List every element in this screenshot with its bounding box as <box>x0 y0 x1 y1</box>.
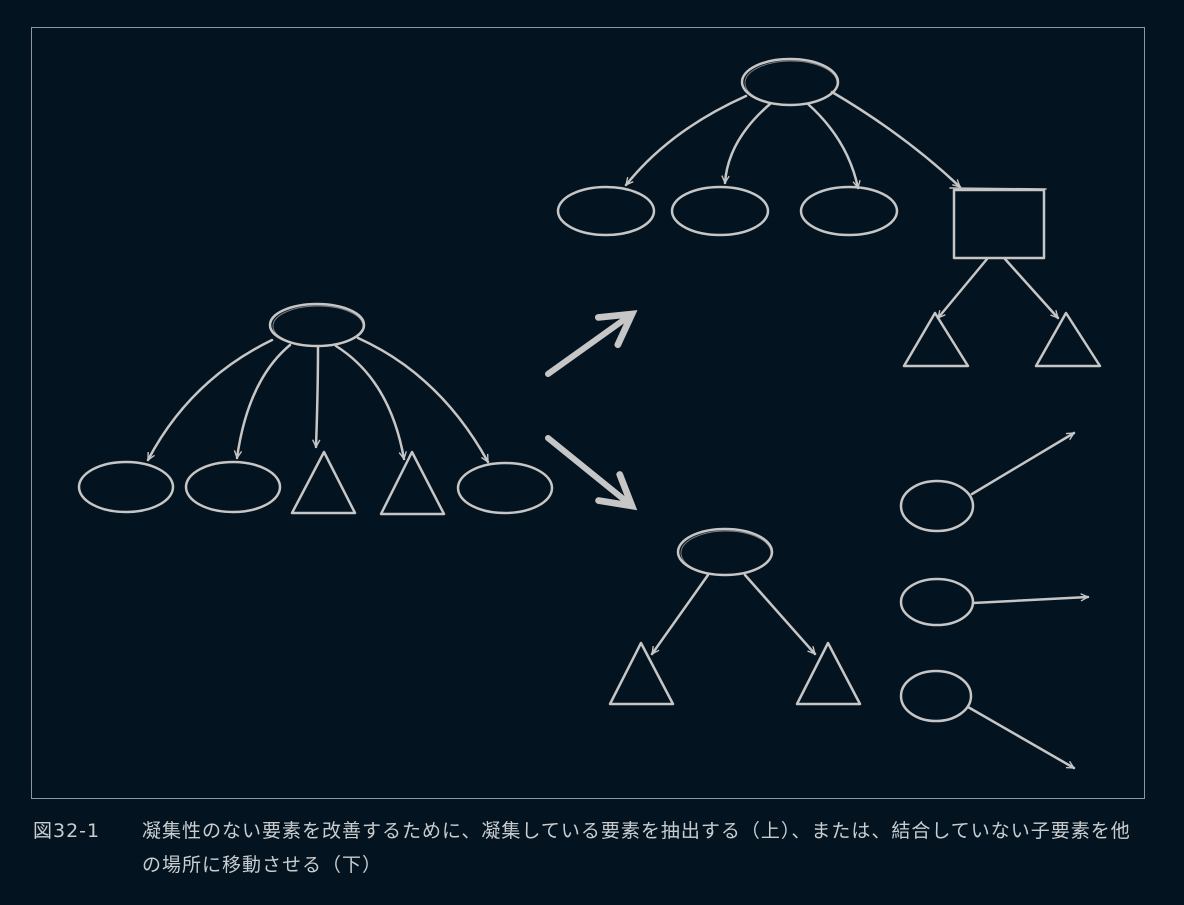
bottom-edge-1 <box>650 573 710 656</box>
top-edge-4 <box>830 90 962 189</box>
moved-ellipse-3 <box>899 669 973 723</box>
result-bottom-tree <box>608 527 862 706</box>
bottom-child-triangle-2 <box>795 641 862 706</box>
top-edge-2 <box>725 102 772 185</box>
source-edge-5 <box>356 336 490 462</box>
rect-child-triangle-1 <box>902 311 970 368</box>
moved-edge-3 <box>966 705 1074 770</box>
bottom-child-triangle-1 <box>608 641 675 706</box>
source-child-triangle-1 <box>290 450 357 515</box>
moved-elements <box>899 431 1090 770</box>
rect-edge-1 <box>936 257 989 320</box>
top-child-ellipse-3 <box>799 185 899 237</box>
transform-arrow-up <box>545 310 638 377</box>
top-edge-1 <box>624 94 748 187</box>
source-edge-1 <box>146 338 274 460</box>
figure-number: 図32-1 <box>33 820 101 842</box>
source-edge-3 <box>316 345 318 449</box>
rect-child-triangle-2 <box>1034 311 1102 368</box>
result-top-tree <box>556 57 1102 368</box>
source-child-triangle-2 <box>379 450 446 516</box>
moved-ellipse-2 <box>899 577 975 627</box>
source-edge-2 <box>237 343 292 458</box>
top-child-ellipse-2 <box>670 185 770 237</box>
source-child-ellipse-1 <box>77 460 175 514</box>
transform-arrow-down <box>545 435 638 511</box>
figure-caption-text: 凝集性のない要素を改善するために、凝集している要素を抽出する（上）、または、結合… <box>142 820 1131 876</box>
source-edge-4 <box>334 344 404 459</box>
source-tree <box>77 302 554 516</box>
top-child-ellipse-1 <box>556 185 656 237</box>
bottom-edge-2 <box>743 573 817 656</box>
moved-ellipse-1 <box>899 479 975 533</box>
source-child-ellipse-2 <box>184 460 282 514</box>
diagram-frame <box>31 27 1145 799</box>
moved-edge-2 <box>971 597 1090 605</box>
top-edge-3 <box>806 102 858 188</box>
moved-edge-1 <box>970 431 1074 496</box>
top-child-rectangle <box>952 188 1046 260</box>
rect-edge-2 <box>1003 257 1060 320</box>
source-child-ellipse-3 <box>456 461 554 515</box>
